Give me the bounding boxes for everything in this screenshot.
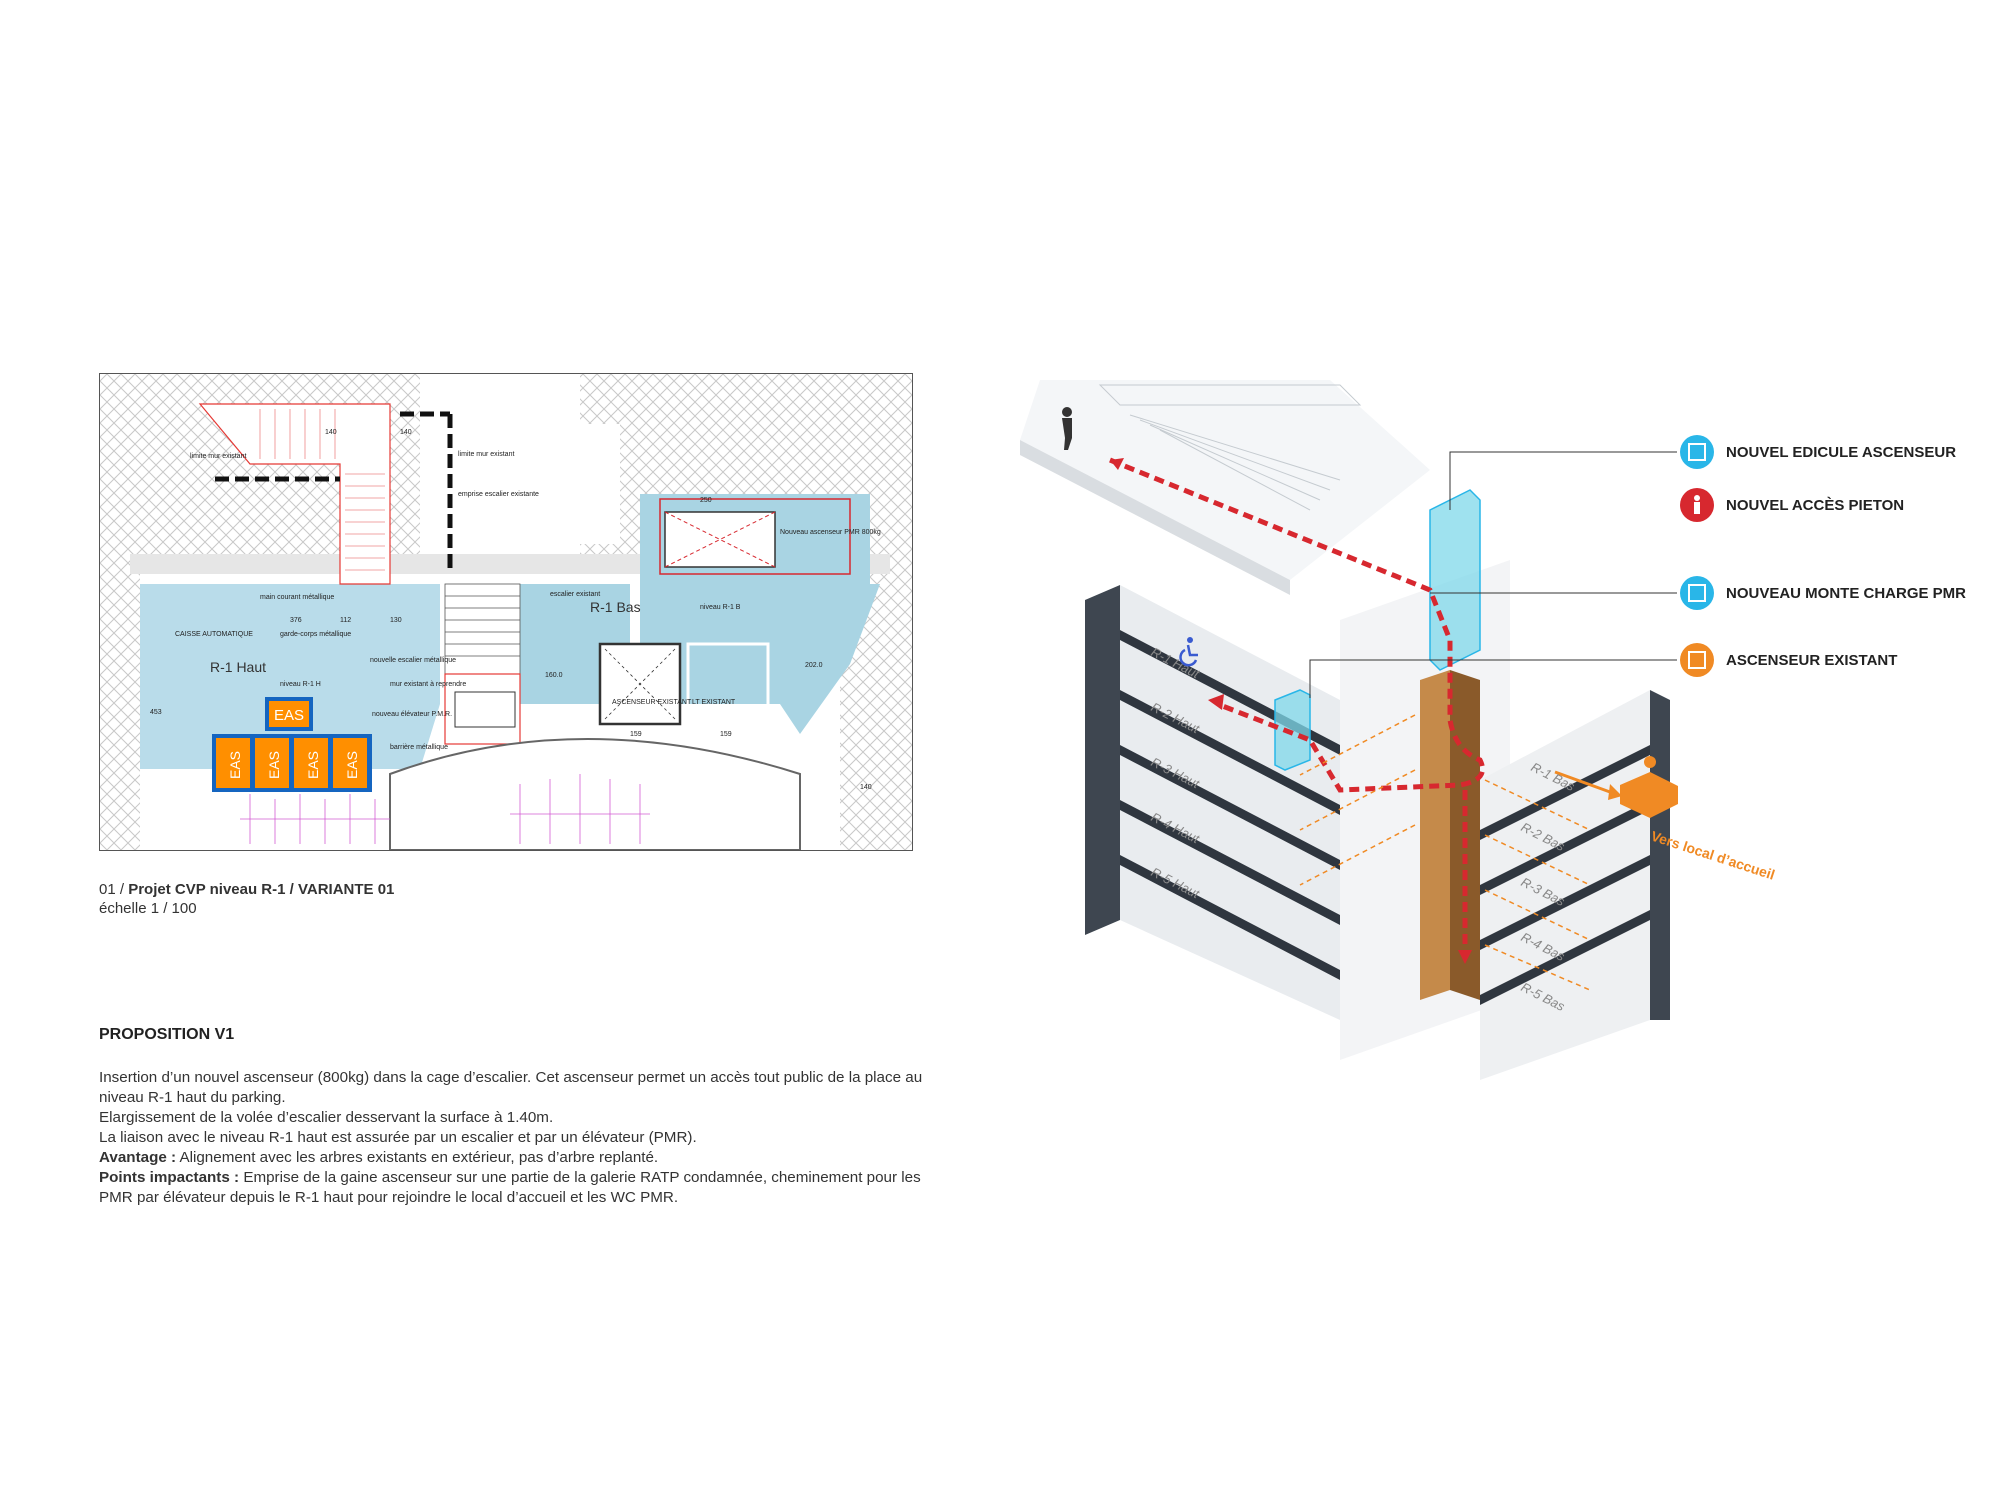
dim-159: 159 [720, 731, 732, 738]
points-label: Points impactants : [99, 1169, 240, 1186]
dim-160: 160.0 [545, 672, 563, 679]
dim-112: 112 [340, 617, 351, 624]
level-slabs-right [1480, 745, 1650, 1005]
note-limite-mur-right: limite mur existant [458, 451, 514, 458]
legend-label: NOUVEL ACCÈS PIETON [1726, 497, 1904, 514]
accueil-desk-icon [1620, 756, 1678, 818]
caption-scale: échelle 1 / 100 [99, 900, 197, 917]
existing-elevator [598, 642, 682, 726]
legend-label: NOUVEL EDICULE ASCENSEUR [1726, 444, 1956, 461]
eas-label: EAS [266, 751, 282, 779]
legend-item-acces-pieton: NOUVEL ACCÈS PIETON [1680, 488, 1904, 522]
elevator-icon [1680, 643, 1714, 677]
legend-label: NOUVEAU MONTE CHARGE PMR [1726, 585, 1966, 602]
room-label-r1-bas: R-1 Bas [590, 599, 641, 615]
plaza-stair [1098, 384, 1362, 511]
note-mur-existant: mur existant à reprendre [390, 681, 466, 688]
legend-label: ASCENSEUR EXISTANT [1726, 652, 1897, 669]
isometric-section: Vers local d’accueil R-1 Haut R-2 Haut R… [1010, 360, 2000, 1080]
caption-title: Projet CVP niveau R-1 / VARIANTE 01 [128, 881, 395, 898]
room-label-ascenseur-existant: ASCENSEUR EXISTANT [612, 699, 692, 706]
dim-159: 159 [630, 731, 642, 738]
eas-label: EAS [274, 707, 304, 724]
eas-row: EAS EAS EAS EAS [212, 734, 372, 792]
note-garde-corps: garde-corps métallique [280, 631, 351, 638]
eas-label: EAS [227, 751, 243, 779]
dim-140: 140 [325, 429, 337, 436]
note-niveau-r1b: niveau R-1 B [700, 604, 741, 611]
eas-label: EAS [344, 751, 360, 779]
new-elevator-edicule [1429, 489, 1481, 671]
wheelchair-icon [1179, 637, 1198, 667]
pedestrian-route [1109, 457, 1485, 793]
elevator-icon [1680, 435, 1714, 469]
note-main-courant: main courant métallique [260, 594, 334, 601]
room-label-new-elevator: Nouveau ascenseur PMR 800kg [780, 529, 881, 536]
note-niveau-r1h: niveau R-1 H [280, 681, 321, 688]
room-label-lt-existant: LT EXISTANT [692, 699, 736, 706]
hatched-ground-left [100, 574, 140, 850]
legend-item-edicule: NOUVEL EDICULE ASCENSEUR [1680, 435, 1956, 469]
note-nouvel-elevateur: nouveau élévateur P.M.R. [372, 711, 452, 718]
note-emprise: emprise escalier existante [458, 491, 539, 498]
legend-leaders [1309, 451, 1677, 698]
proposal-body: Insertion d’un nouvel ascenseur (800kg) … [99, 1068, 929, 1208]
existing-elevator-shaft [1420, 670, 1450, 1000]
eas-label: EAS [305, 751, 321, 779]
accueil-arrow [1554, 770, 1611, 794]
pmr-monte-charge [1274, 689, 1311, 771]
wheelchair-lift-icon [1680, 576, 1714, 610]
dim-202: 202.0 [805, 662, 823, 669]
avantage-label: Avantage : [99, 1149, 177, 1166]
new-elevator-shaft [664, 511, 776, 568]
r1-haut-area [140, 584, 440, 769]
room-label-caisse: CAISSE AUTOMATIQUE [175, 631, 253, 638]
pmr-lift [454, 691, 516, 728]
pedestrian-icon [1062, 407, 1072, 450]
plaza-slab [1020, 380, 1430, 580]
proposal-paragraph: La liaison avec le niveau R-1 haut est a… [99, 1129, 697, 1146]
proposal-paragraph: Elargissement de la volée d’escalier des… [99, 1109, 554, 1126]
dim-453: 453 [150, 709, 162, 716]
note-barriere: barrière métallique [390, 744, 448, 751]
caption-prefix: 01 / [99, 881, 125, 898]
existing-stair [198, 403, 391, 585]
note-nouvelle-escalier: nouvelle escalier métallique [370, 657, 456, 664]
room-label-r1-haut: R-1 Haut [210, 659, 266, 675]
dim-140: 140 [400, 429, 412, 436]
proposal-points: Points impactants : Emprise de la gaine … [99, 1168, 929, 1208]
floor-plan-drawing: EAS EAS EAS EAS EAS R-1 Haut R-1 Bas CAI… [100, 374, 912, 850]
points-text: Emprise de la gaine ascenseur sur une pa… [99, 1169, 921, 1206]
legend-item-ascenseur-existant: ASCENSEUR EXISTANT [1680, 643, 1897, 677]
dim-140: 140 [860, 784, 872, 791]
proposal-title: PROPOSITION V1 [99, 1026, 235, 1043]
curved-canopy [389, 738, 801, 850]
legend-item-monte-charge: NOUVEAU MONTE CHARGE PMR [1680, 576, 1966, 610]
floor-plan: EAS EAS EAS EAS EAS R-1 Haut R-1 Bas CAI… [99, 373, 913, 851]
proposal-avantage: Avantage : Alignement avec les arbres ex… [99, 1148, 929, 1168]
note-escalier-existant: escalier existant [550, 591, 600, 598]
plan-caption: 01 / Projet CVP niveau R-1 / VARIANTE 01… [99, 880, 394, 918]
building-left-wall [1085, 585, 1120, 935]
dim-250: 250 [700, 497, 712, 504]
level-arrows [1299, 714, 1591, 991]
proposal-paragraph: Insertion d’un nouvel ascenseur (800kg) … [99, 1069, 923, 1106]
isometric-drawing: Vers local d’accueil R-1 Haut R-2 Haut R… [1020, 380, 1966, 1080]
dim-376: 376 [290, 617, 302, 624]
avantage-text: Alignement avec les arbres existants en … [179, 1149, 659, 1166]
dim-130: 130 [390, 617, 402, 624]
note-limite-mur-left: limite mur existant [190, 453, 246, 460]
